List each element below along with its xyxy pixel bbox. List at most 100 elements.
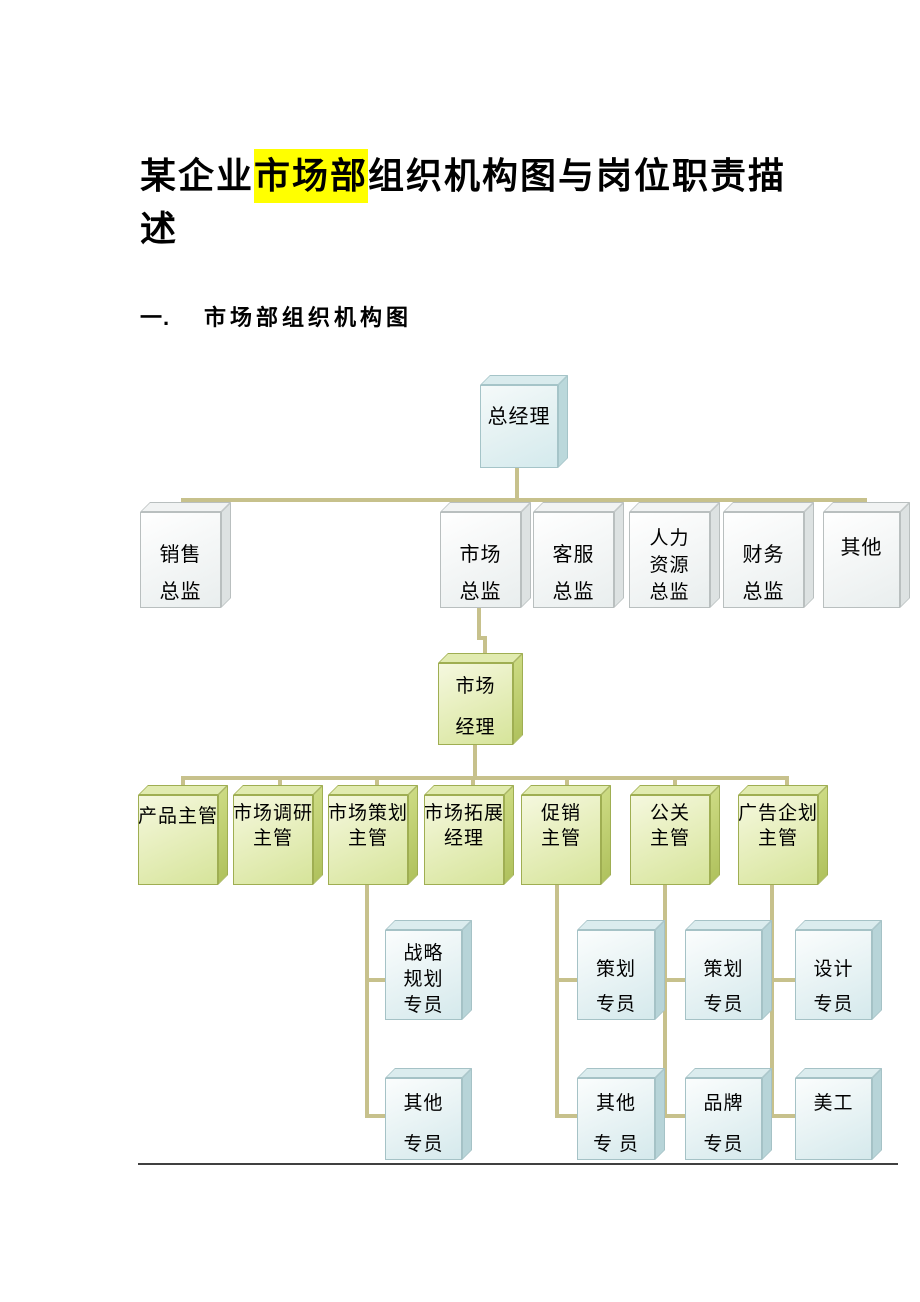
org-node-label: 市场总监: [440, 512, 521, 608]
org-node-label: 财务总监: [723, 512, 804, 608]
label-line: 主管: [757, 828, 798, 849]
label-line: 专员: [703, 994, 744, 1015]
cube-side-face: [762, 920, 772, 1020]
label-line: 市场调研: [233, 803, 314, 824]
cube-front-face: [480, 385, 558, 468]
cube-front-face: [440, 512, 521, 608]
org-node-o1: 其他专员: [385, 1068, 472, 1160]
label-line: 资源: [649, 555, 690, 576]
org-node-p1: 策划专员: [577, 920, 665, 1020]
cube-side-face: [762, 1068, 772, 1160]
org-node-promotion: 促销主管: [521, 785, 611, 885]
cube-top-face: [533, 502, 624, 512]
org-node-label: 促销主管: [521, 795, 601, 885]
cube-front-face: [233, 795, 313, 885]
label-line: 市场: [459, 544, 502, 566]
org-node-o2: 其他专 员: [577, 1068, 665, 1160]
label-line: 专 员: [593, 1134, 639, 1155]
cube-side-face: [872, 920, 882, 1020]
cube-top-face: [795, 920, 882, 930]
connector-line: [181, 498, 867, 502]
label-line: 策划: [703, 959, 744, 980]
section-number: 一.: [140, 305, 171, 330]
label-line: 促销: [540, 803, 581, 824]
cube-front-face: [629, 512, 710, 608]
org-node-pr: 公关主管: [630, 785, 720, 885]
label-line: 其他: [595, 1093, 636, 1114]
cube-top-face: [723, 502, 814, 512]
cube-front-face: [577, 1078, 655, 1160]
cube-side-face: [504, 785, 514, 885]
org-node-label: 战略规划专员: [385, 930, 462, 1020]
cube-top-face: [577, 1068, 665, 1078]
org-node-label: 其他专员: [385, 1078, 462, 1160]
section-heading-text: 市场部组织机构图: [204, 305, 413, 330]
org-node-finance: 财务总监: [723, 502, 814, 608]
label-line: 产品主管: [138, 806, 219, 827]
connector-line: [663, 885, 667, 1118]
cube-side-face: [521, 502, 531, 608]
cube-top-face: [738, 785, 828, 795]
cube-front-face: [795, 1078, 872, 1160]
cube-front-face: [738, 795, 818, 885]
org-node-planning_sup: 市场策划主管: [328, 785, 418, 885]
cube-front-face: [685, 1078, 762, 1160]
cube-top-face: [140, 502, 231, 512]
label-line: 主管: [540, 828, 581, 849]
label-line: 规划: [403, 969, 444, 990]
title-highlighted-text: 市场部: [254, 149, 369, 203]
cube-front-face: [723, 512, 804, 608]
cube-front-face: [385, 930, 462, 1020]
org-node-sales: 销售总监: [140, 502, 231, 608]
cube-side-face: [900, 502, 910, 608]
label-line: 其他: [403, 1093, 444, 1114]
cube-side-face: [221, 502, 231, 608]
connector-line: [181, 776, 789, 780]
org-node-mm: 市场经理: [438, 653, 523, 745]
cube-front-face: [328, 795, 408, 885]
label-line: 总监: [649, 582, 690, 603]
org-node-label: 策划专员: [577, 930, 655, 1020]
label-line: 总监: [159, 581, 202, 603]
label-line: 市场拓展: [424, 803, 505, 824]
label-line: 经理: [443, 828, 484, 849]
cube-top-face: [138, 785, 228, 795]
org-node-service: 客服总监: [533, 502, 624, 608]
cube-front-face: [795, 930, 872, 1020]
label-line: 总监: [459, 581, 502, 603]
cube-front-face: [385, 1078, 462, 1160]
cube-top-face: [685, 1068, 772, 1078]
connector-line: [365, 1114, 393, 1118]
org-node-research: 市场调研主管: [233, 785, 323, 885]
label-line: 专员: [403, 995, 444, 1016]
org-node-label: 品牌专员: [685, 1078, 762, 1160]
cube-side-face: [601, 785, 611, 885]
cube-top-face: [385, 1068, 472, 1078]
cube-side-face: [872, 1068, 882, 1160]
label-line: 专员: [813, 994, 854, 1015]
label-line: 市场: [455, 676, 496, 697]
cube-front-face: [140, 512, 221, 608]
cube-side-face: [818, 785, 828, 885]
label-line: 美工: [813, 1093, 854, 1114]
org-node-artist: 美工: [795, 1068, 882, 1160]
label-line: 广告企划: [738, 803, 819, 824]
cube-front-face: [577, 930, 655, 1020]
org-node-label: 公关主管: [630, 795, 710, 885]
section-heading: 一. 市场部组织机构图: [140, 300, 412, 332]
cube-front-face: [823, 512, 900, 608]
title-text-after-highlight: 组织机构图与岗位职责描述: [140, 156, 787, 249]
connector-line: [555, 978, 585, 982]
connector-line: [663, 978, 693, 982]
cube-side-face: [462, 1068, 472, 1160]
label-line: 人力: [649, 528, 690, 549]
org-node-label: 其他: [823, 512, 900, 608]
org-node-label: 市场调研主管: [233, 795, 313, 885]
connector-line: [515, 468, 519, 502]
cube-front-face: [138, 795, 218, 885]
cube-side-face: [655, 1068, 665, 1160]
label-line: 总经理: [487, 406, 551, 428]
connector-line: [770, 885, 774, 1118]
cube-top-face: [795, 1068, 882, 1078]
